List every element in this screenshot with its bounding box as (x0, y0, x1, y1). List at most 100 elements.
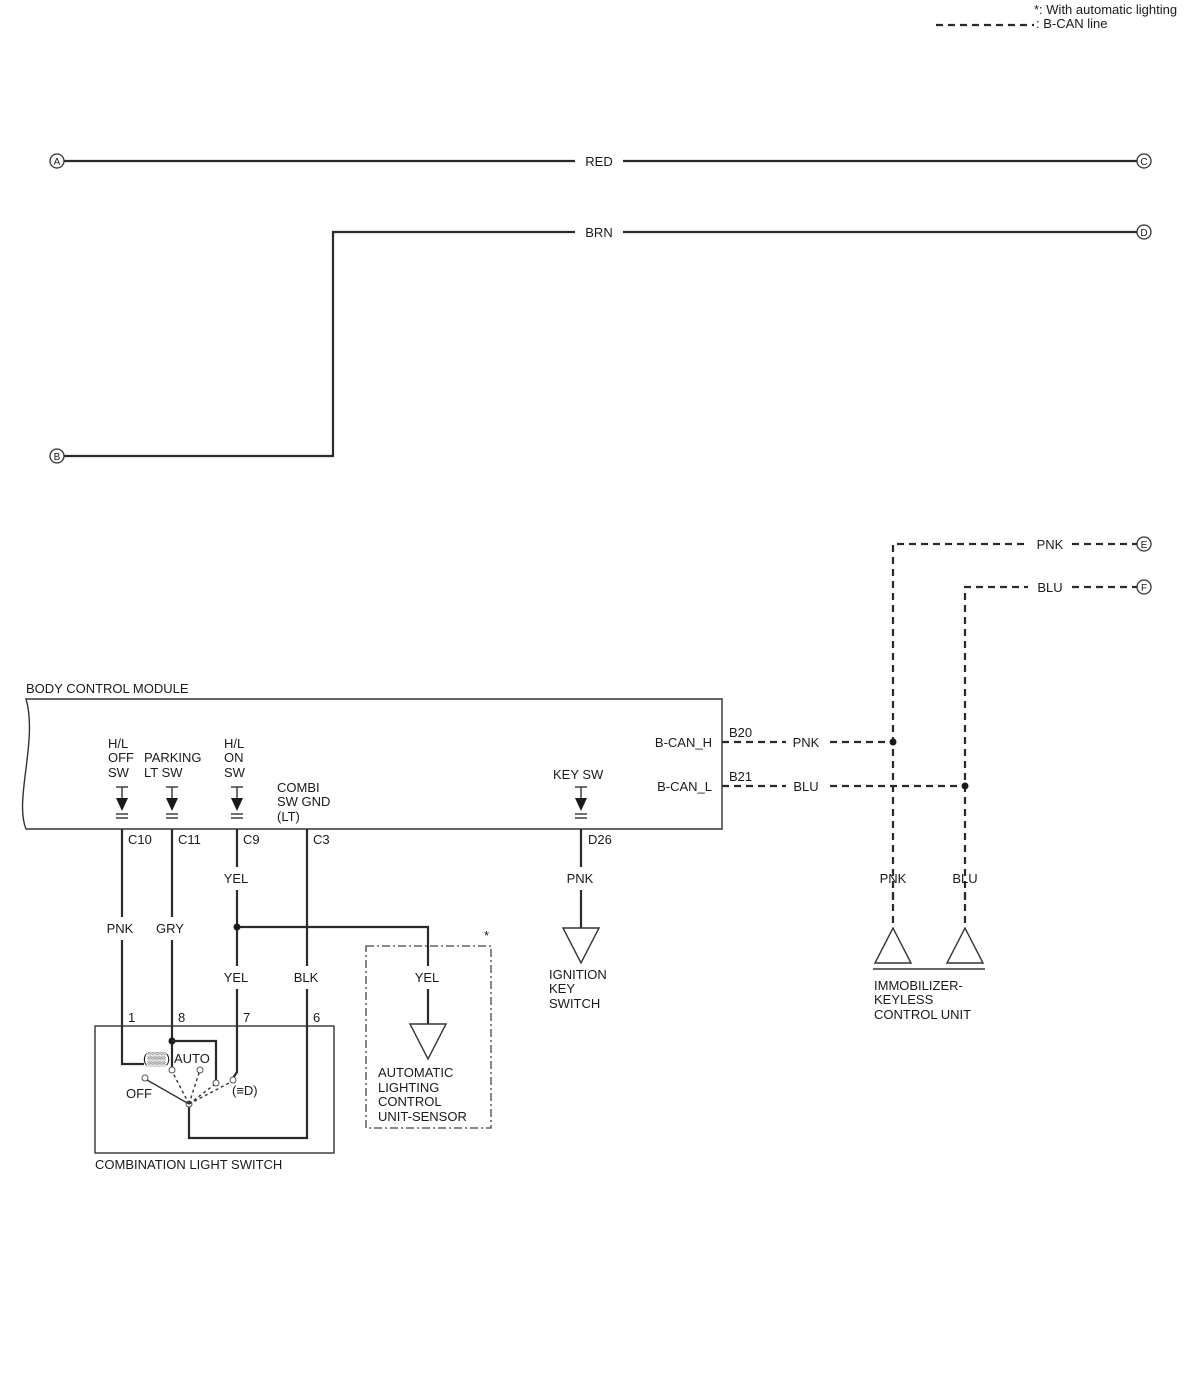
sensor-dashdot-box (365, 945, 492, 1129)
c3-wire-label: BLK (294, 970, 319, 985)
body-control-module: BODY CONTROL MODULE H/L OFF SW PARKING L… (21, 681, 752, 847)
ignition-title-line3: SWITCH (549, 996, 600, 1011)
hl-on-sw-arrow-icon (231, 786, 243, 819)
bcm-output-wires: PNK GRY YEL YEL BLK YEL PNK (107, 829, 594, 1140)
ignition-title-line2: KEY (549, 981, 575, 996)
bcan-h-splice (889, 738, 897, 746)
sensor-wire-label: YEL (415, 970, 440, 985)
hl-off-sw-line2: OFF (108, 750, 134, 765)
red-wire-label: RED (585, 154, 612, 169)
pos-headlight-label: (≡D) (232, 1083, 258, 1098)
pos-off-label: OFF (126, 1086, 152, 1101)
switch-pin-6: 6 (313, 1010, 320, 1025)
hl-off-sw-arrow-icon (116, 786, 128, 819)
bcm-title: BODY CONTROL MODULE (26, 681, 189, 696)
bcan-lines: PNK BLU PNK BLU PNK BLU (722, 537, 1137, 900)
hl-off-sw-line3: SW (108, 765, 130, 780)
pin-d26: D26 (588, 832, 612, 847)
bcan-l-splice (961, 782, 969, 790)
bcan-h-label: B-CAN_H (655, 735, 712, 750)
connector-e-label: E (1141, 540, 1148, 551)
sensor-title-line4: UNIT-SENSOR (378, 1109, 467, 1124)
blu-can-top-label: BLU (1037, 580, 1062, 595)
contact-parking (168, 1066, 176, 1074)
combination-switch-box (94, 1025, 335, 1154)
immobilizer-title-line2: KEYLESS (874, 992, 934, 1007)
connector-f-label: F (1141, 583, 1147, 594)
pin-c10: C10 (128, 832, 152, 847)
parking-lt-sw-line2: LT SW (144, 765, 183, 780)
bcm-box (21, 698, 723, 830)
pin-c9: C9 (243, 832, 260, 847)
connector-f: F (1136, 579, 1152, 595)
key-sw-arrow-icon (575, 786, 587, 819)
contact-headlight (229, 1076, 237, 1084)
contact-off (141, 1074, 149, 1082)
blu-can-line-top (963, 585, 1028, 900)
connector-c-label: C (1140, 157, 1147, 168)
pos-parking-label: (▒▒) (143, 1051, 170, 1067)
hl-on-sw-line2: ON (224, 750, 244, 765)
switch-pin-8: 8 (178, 1010, 185, 1025)
legend-can-line-label: : B-CAN line (1036, 16, 1108, 31)
pos-auto-label: AUTO (174, 1051, 210, 1066)
c11-wire-label: GRY (156, 921, 184, 936)
brn-wire-label: BRN (585, 225, 612, 240)
hl-on-sw-line3: SW (224, 765, 246, 780)
automatic-lighting-sensor: * AUTOMATIC LIGHTING CONTROL UNIT-SENSOR (365, 928, 492, 1129)
connector-b: B (49, 448, 65, 464)
ignition-title-line1: IGNITION (549, 967, 607, 982)
combination-light-switch: COMBINATION LIGHT SWITCH 1 8 7 6 (▒▒) AU… (94, 1010, 335, 1172)
connector-a: A (49, 153, 65, 169)
pin-b21: B21 (729, 769, 752, 784)
connector-d: D (1136, 224, 1152, 240)
legend-note: *: With automatic lighting (1034, 2, 1177, 17)
hl-off-sw-line1: H/L (108, 736, 128, 751)
brn-wire-group: BRN (64, 225, 1137, 458)
bcan-h-wire-label: PNK (793, 735, 820, 750)
d26-wire-label: PNK (567, 871, 594, 886)
contact-auto (196, 1066, 204, 1074)
ignition-terminal-icon (561, 927, 601, 965)
pnk-can-line-top (891, 542, 1028, 900)
sensor-title-line1: AUTOMATIC (378, 1065, 453, 1080)
pin-c11: C11 (178, 832, 201, 847)
pnk-can-top-label: PNK (1037, 537, 1064, 552)
connector-e: E (1136, 536, 1152, 552)
immo-blu-terminal-icon (945, 926, 985, 964)
connector-a-label: A (54, 157, 61, 168)
connector-c: C (1136, 153, 1152, 169)
hl-on-sw-line1: H/L (224, 736, 244, 751)
bcan-l-wire-label: BLU (793, 779, 818, 794)
combi-sw-gnd-line2: SW GND (277, 794, 330, 809)
switch-pin-7: 7 (243, 1010, 250, 1025)
c10-wire-label: PNK (107, 921, 134, 936)
sensor-title-line2: LIGHTING (378, 1080, 439, 1095)
connector-b-label: B (54, 452, 61, 463)
combi-sw-gnd-line1: COMBI (277, 780, 320, 795)
sensor-terminal-icon (408, 1023, 448, 1061)
yel-splice (233, 923, 241, 931)
brn-wire-left (64, 230, 575, 458)
red-wire-group: RED (64, 154, 1137, 169)
immo-pnk-label: PNK (880, 871, 907, 886)
switch-pin-1: 1 (128, 1010, 135, 1025)
c9-wire-label: YEL (224, 871, 249, 886)
legend: *: With automatic lighting : B-CAN line (936, 2, 1177, 31)
pin-c3: C3 (313, 832, 330, 847)
yel-switch-wire-label: YEL (224, 970, 249, 985)
parking-lt-sw-arrow-icon (166, 786, 178, 819)
key-sw-label: KEY SW (553, 767, 604, 782)
pin-b20: B20 (729, 725, 752, 740)
immobilizer-unit: IMMOBILIZER- KEYLESS CONTROL UNIT (873, 892, 985, 1022)
bcan-l-label: B-CAN_L (657, 779, 712, 794)
sensor-asterisk: * (484, 928, 489, 943)
combination-switch-title: COMBINATION LIGHT SWITCH (95, 1157, 282, 1172)
parking-lt-sw-line1: PARKING (144, 750, 202, 765)
contact-pos4 (212, 1079, 220, 1087)
immo-blu-label: BLU (952, 871, 977, 886)
immobilizer-title-line3: CONTROL UNIT (874, 1007, 971, 1022)
combi-sw-gnd-line3: (LT) (277, 809, 300, 824)
ignition-key-switch: IGNITION KEY SWITCH (549, 927, 607, 1011)
